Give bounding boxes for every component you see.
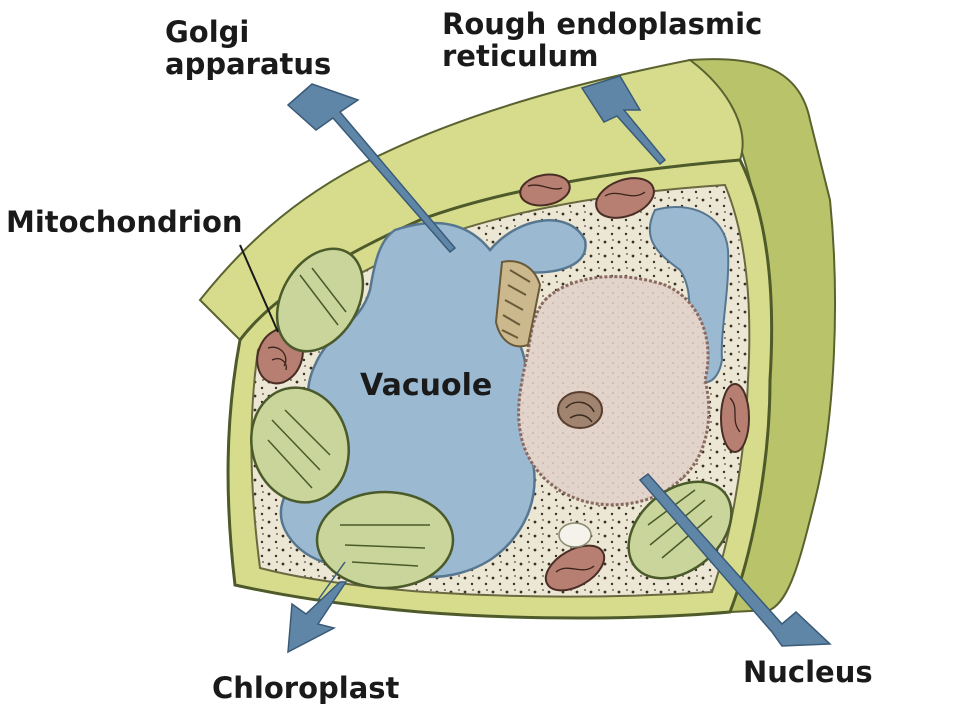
mitochondrion-label: Mitochondrion — [6, 205, 243, 239]
vacuole-label: Vacuole — [360, 368, 493, 403]
vacuole — [279, 219, 587, 579]
rough-er-label: Rough endoplasmic reticulum — [442, 8, 762, 72]
golgi-apparatus-label: Golgi apparatus — [165, 16, 331, 80]
pointer-arrows — [286, 75, 832, 654]
chloroplast-label: Chloroplast — [212, 671, 400, 705]
nucleolus — [557, 391, 603, 429]
rer-label-line-2: reticulum — [442, 39, 599, 73]
vacuole-right-lobe — [648, 205, 730, 384]
nucleus-label: Nucleus — [743, 655, 873, 689]
golgi-stack — [494, 260, 542, 348]
mitochondrion-leader-line — [239, 244, 279, 333]
rer-label-line-1: Rough endoplasmic — [442, 7, 763, 41]
nucleus — [517, 275, 711, 507]
chloroplast-leader-line — [317, 561, 346, 601]
golgi-label-line-2: apparatus — [165, 47, 332, 81]
golgi-label-line-1: Golgi — [165, 15, 250, 49]
